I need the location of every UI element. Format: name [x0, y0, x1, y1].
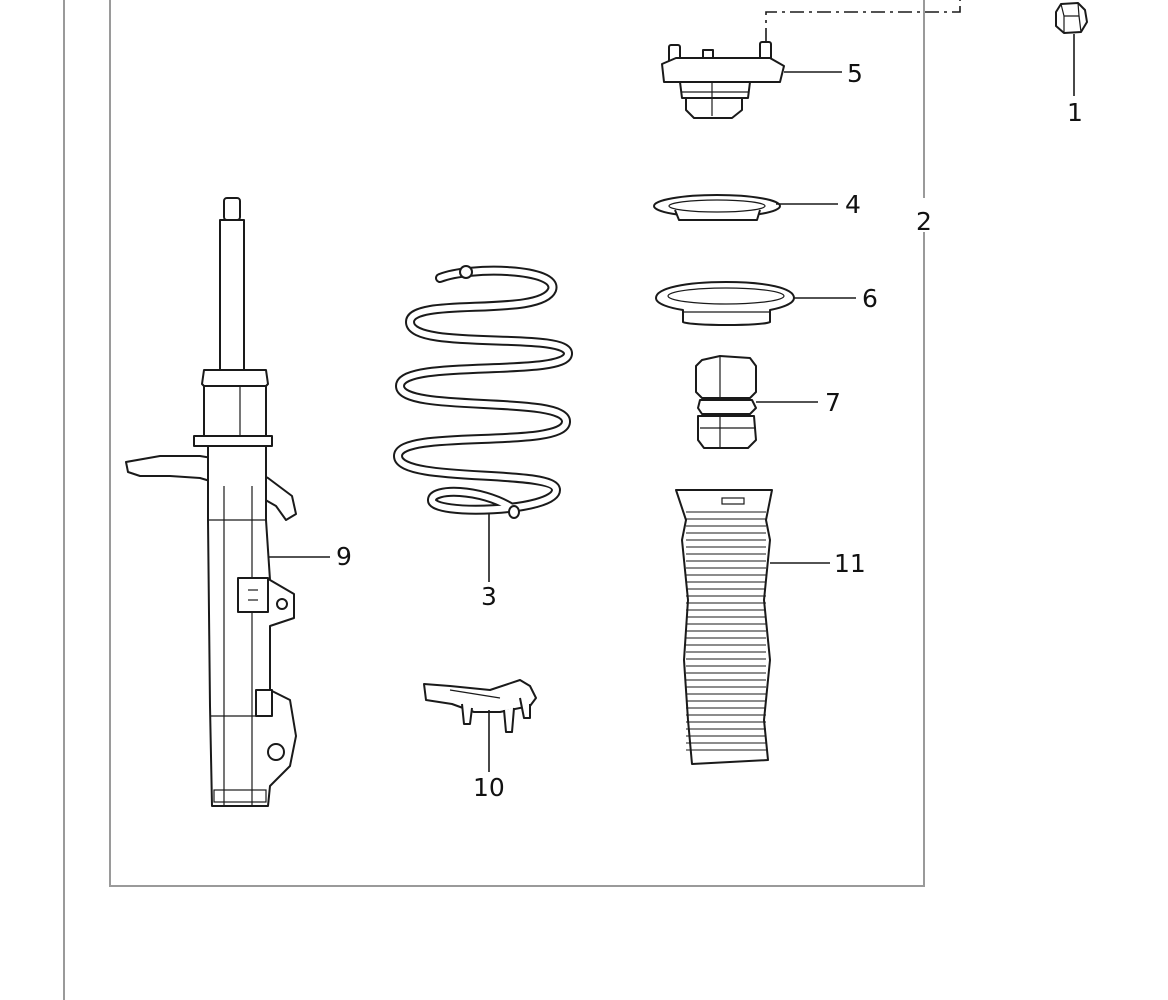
part-11-dust-boot[interactable]	[675, 489, 773, 765]
part-3-coil-spring[interactable]	[392, 265, 573, 519]
callout-2: 2	[916, 207, 932, 236]
reference-dashdot-line	[765, 0, 961, 42]
callout-3: 3	[481, 582, 497, 611]
part-5-strut-mount[interactable]	[661, 41, 785, 119]
part-1-nut[interactable]	[1055, 2, 1088, 34]
callout-5: 5	[847, 59, 863, 88]
part-7-bump-stop[interactable]	[695, 355, 757, 449]
part-9-strut[interactable]	[125, 197, 297, 807]
callout-6: 6	[862, 284, 878, 313]
callout-4: 4	[845, 190, 861, 219]
callout-10: 10	[473, 773, 505, 802]
callout-7: 7	[825, 388, 841, 417]
part-10-bracket[interactable]	[423, 679, 537, 733]
part-6-bearing[interactable]	[655, 281, 795, 326]
callout-11: 11	[834, 549, 866, 578]
part-4-spring-seat[interactable]	[653, 194, 781, 221]
callout-1: 1	[1067, 98, 1083, 127]
assembly-frame	[109, 0, 925, 887]
callout-9: 9	[336, 542, 352, 571]
